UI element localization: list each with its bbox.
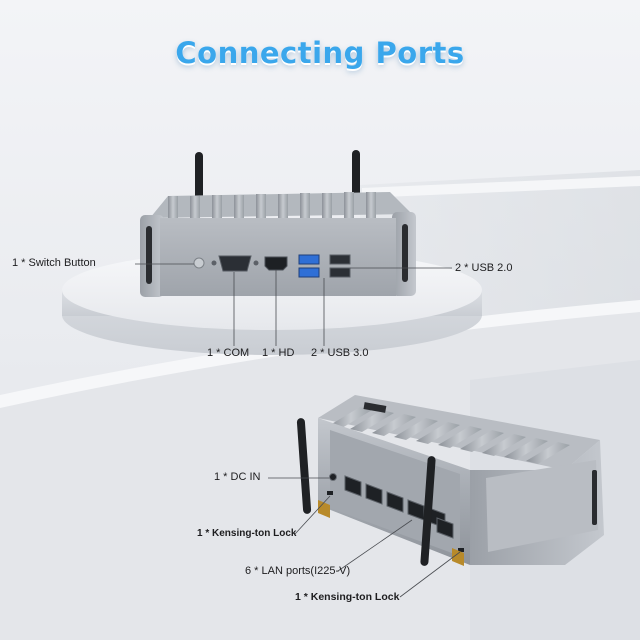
lan-ports <box>344 475 454 539</box>
kensington-lock-slot-bottom <box>458 548 464 552</box>
callout-lines-bottom <box>268 477 461 598</box>
antenna-right-bottom <box>420 456 436 566</box>
label-usb3: 2 * USB 3.0 <box>311 347 369 359</box>
label-kensington-lock-top: 1 * Kensing-ton Lock <box>197 528 297 539</box>
heatsink-fins <box>168 192 376 218</box>
label-com: 1 * COM <box>207 347 250 359</box>
hdmi-port <box>264 256 288 271</box>
mini-pc-front-angled-view <box>296 395 604 566</box>
label-usb2: 2 * USB 2.0 <box>455 262 513 274</box>
kensington-lock-slot-top <box>327 491 333 495</box>
label-dc-in: 1 * DC IN <box>214 471 261 483</box>
power-switch-button <box>193 257 205 269</box>
dc-in-port <box>329 473 337 481</box>
label-lan-ports: 6 * LAN ports(I225-V) <box>245 565 351 577</box>
mini-pc-rear-view <box>140 150 416 297</box>
com-port <box>211 255 259 272</box>
heatsink-fins-bottom <box>330 407 570 464</box>
usb3-ports <box>298 254 320 278</box>
label-hd: 1 * HD <box>262 347 295 359</box>
label-switch-button: 1 * Switch Button <box>12 257 96 269</box>
page-title: Connecting Ports <box>175 36 465 70</box>
callout-lines-top <box>135 263 452 346</box>
label-kensington-lock-bottom: 1 * Kensing-ton Lock <box>295 591 400 603</box>
antenna-left-bottom <box>296 418 312 514</box>
usb2-ports <box>329 254 351 278</box>
